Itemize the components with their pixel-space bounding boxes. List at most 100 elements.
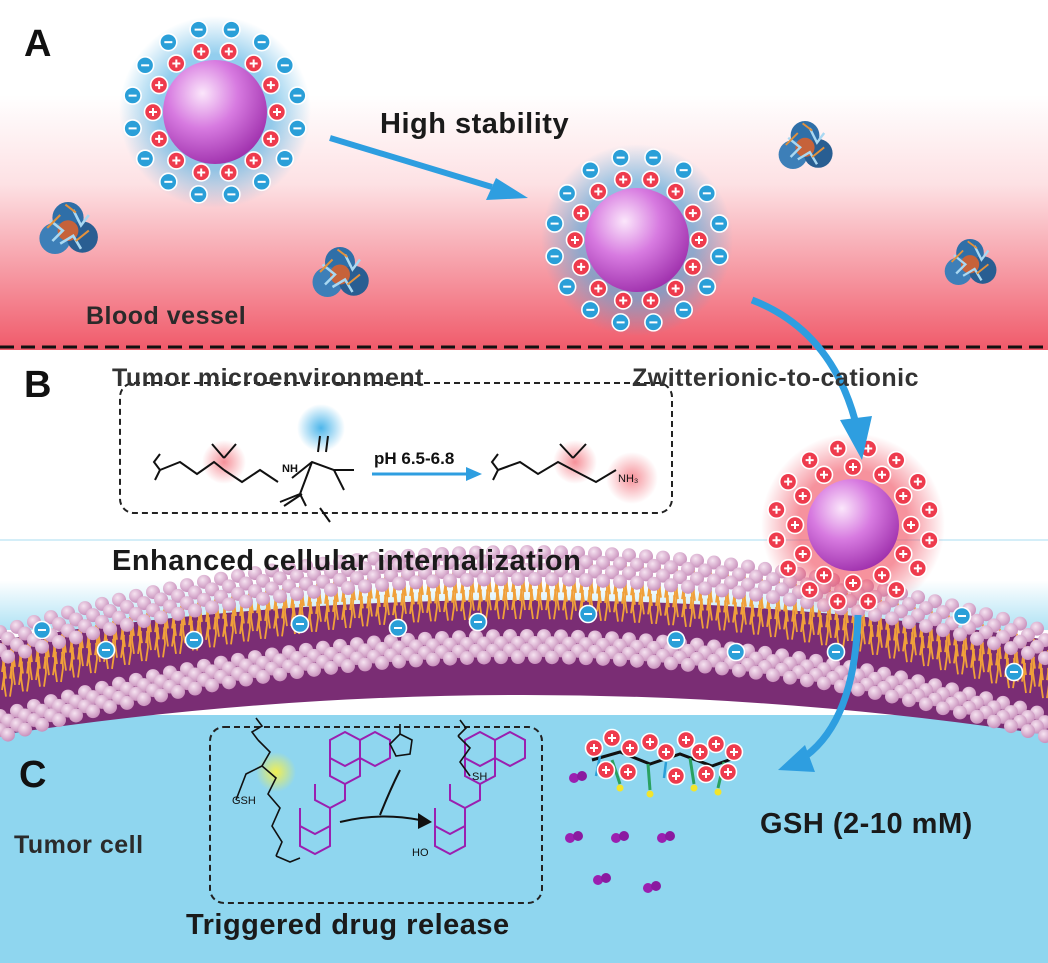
anion-charge-icon bbox=[611, 148, 631, 168]
cation-charge-icon bbox=[893, 544, 913, 564]
anion-charge-icon bbox=[1004, 662, 1024, 682]
panel-letter-a: A bbox=[24, 23, 52, 65]
nanoparticle-icon bbox=[761, 433, 945, 617]
lipid-head-icon bbox=[732, 663, 746, 678]
lipid-head-icon bbox=[885, 689, 899, 704]
tumor-microenvironment-label: Tumor microenvironment bbox=[112, 364, 424, 392]
arrow-high-stability bbox=[329, 135, 528, 200]
cation-charge-icon bbox=[683, 203, 703, 223]
lipid-head-icon bbox=[868, 685, 882, 700]
cation-charge-icon bbox=[814, 565, 834, 585]
anion-charge-icon bbox=[252, 32, 272, 52]
lipid-head-icon bbox=[137, 692, 151, 707]
triggered-release-label: Triggered drug release bbox=[186, 909, 510, 941]
enhanced-internalization-label: Enhanced cellular internalization bbox=[112, 545, 582, 577]
cation-charge-icon bbox=[696, 764, 716, 784]
cation-charge-icon bbox=[565, 230, 585, 250]
cation-charge-icon bbox=[800, 450, 820, 470]
chem-label-ho: HO bbox=[412, 847, 429, 859]
lipid-head-icon bbox=[851, 682, 865, 697]
panel-letter-c: C bbox=[19, 754, 47, 796]
lipid-head-icon bbox=[596, 651, 610, 666]
cation-charge-icon bbox=[766, 530, 786, 550]
anion-charge-icon bbox=[388, 618, 408, 638]
lipid-head-icon bbox=[324, 660, 338, 675]
anion-charge-icon bbox=[545, 214, 565, 234]
anion-charge-icon bbox=[643, 148, 663, 168]
cation-charge-icon bbox=[588, 278, 608, 298]
lipid-head-icon bbox=[987, 714, 1001, 729]
cation-charge-icon bbox=[766, 500, 786, 520]
anion-charge-icon bbox=[221, 184, 241, 204]
cation-charge-icon bbox=[666, 278, 686, 298]
anion-charge-icon bbox=[697, 277, 717, 297]
cation-charge-icon bbox=[893, 486, 913, 506]
lipid-head-icon bbox=[1038, 729, 1048, 744]
anion-charge-icon bbox=[580, 300, 600, 320]
cation-charge-icon bbox=[596, 760, 616, 780]
anion-charge-icon bbox=[184, 630, 204, 650]
nanoparticle-icon bbox=[541, 144, 733, 336]
cation-charge-icon bbox=[778, 558, 798, 578]
cation-charge-icon bbox=[920, 530, 940, 550]
reaction-box-b bbox=[119, 382, 673, 514]
chem-label-sh: SH bbox=[472, 771, 488, 783]
cation-charge-icon bbox=[706, 734, 726, 754]
anion-charge-icon bbox=[557, 277, 577, 297]
lipid-head-icon bbox=[817, 676, 831, 691]
anion-charge-icon bbox=[135, 149, 155, 169]
lipid-head-icon bbox=[783, 670, 797, 685]
anion-charge-icon bbox=[290, 614, 310, 634]
cation-charge-icon bbox=[793, 544, 813, 564]
cation-charge-icon bbox=[828, 592, 848, 612]
cation-charge-icon bbox=[886, 450, 906, 470]
anion-charge-icon bbox=[697, 183, 717, 203]
lipid-head-icon bbox=[409, 653, 423, 668]
cation-charge-icon bbox=[689, 230, 709, 250]
anion-charge-icon bbox=[123, 86, 143, 106]
anion-charge-icon bbox=[666, 630, 686, 650]
cation-charge-icon bbox=[872, 465, 892, 485]
cation-charge-icon bbox=[676, 730, 696, 750]
lipid-head-icon bbox=[35, 717, 49, 732]
anion-charge-icon bbox=[674, 160, 694, 180]
cation-charge-icon bbox=[166, 54, 186, 74]
cation-charge-icon bbox=[814, 465, 834, 485]
lipid-head-icon bbox=[749, 665, 763, 680]
anion-charge-icon bbox=[674, 300, 694, 320]
reaction-box-c bbox=[209, 726, 543, 904]
lipid-head-icon bbox=[511, 650, 525, 665]
lipid-head-icon bbox=[1021, 724, 1035, 739]
anion-charge-icon bbox=[189, 184, 209, 204]
lipid-head-icon bbox=[256, 669, 270, 684]
lipid-head-icon bbox=[528, 650, 542, 665]
lipid-head-icon bbox=[477, 650, 491, 665]
lipid-head-icon bbox=[273, 667, 287, 682]
anion-charge-icon bbox=[545, 246, 565, 266]
anion-charge-icon bbox=[709, 214, 729, 234]
cation-charge-icon bbox=[244, 54, 264, 74]
anion-charge-icon bbox=[287, 118, 307, 138]
lipid-head-icon bbox=[52, 712, 66, 727]
lipid-head-icon bbox=[222, 675, 236, 690]
zwitterion-structure bbox=[152, 404, 354, 523]
cation-charge-icon bbox=[613, 170, 633, 190]
anion-charge-icon bbox=[158, 172, 178, 192]
lipid-head-icon bbox=[375, 655, 389, 670]
cation-charge-icon bbox=[718, 762, 738, 782]
lipid-head-icon bbox=[171, 684, 185, 699]
cation-charge-icon bbox=[219, 162, 239, 182]
lipid-head-icon bbox=[579, 651, 593, 666]
cation-charge-icon bbox=[618, 762, 638, 782]
cation-charge-icon bbox=[641, 290, 661, 310]
lipid-head-icon bbox=[103, 699, 117, 714]
cation-charge-icon bbox=[244, 150, 264, 170]
chem-label-gsh: GSH bbox=[232, 795, 256, 807]
lipid-head-icon bbox=[205, 678, 219, 693]
cation-charge-icon bbox=[571, 203, 591, 223]
arrow-ph bbox=[372, 467, 482, 481]
anion-charge-icon bbox=[826, 642, 846, 662]
nanoparticle-icon bbox=[119, 16, 311, 208]
chem-label-nh: NH bbox=[282, 463, 298, 475]
